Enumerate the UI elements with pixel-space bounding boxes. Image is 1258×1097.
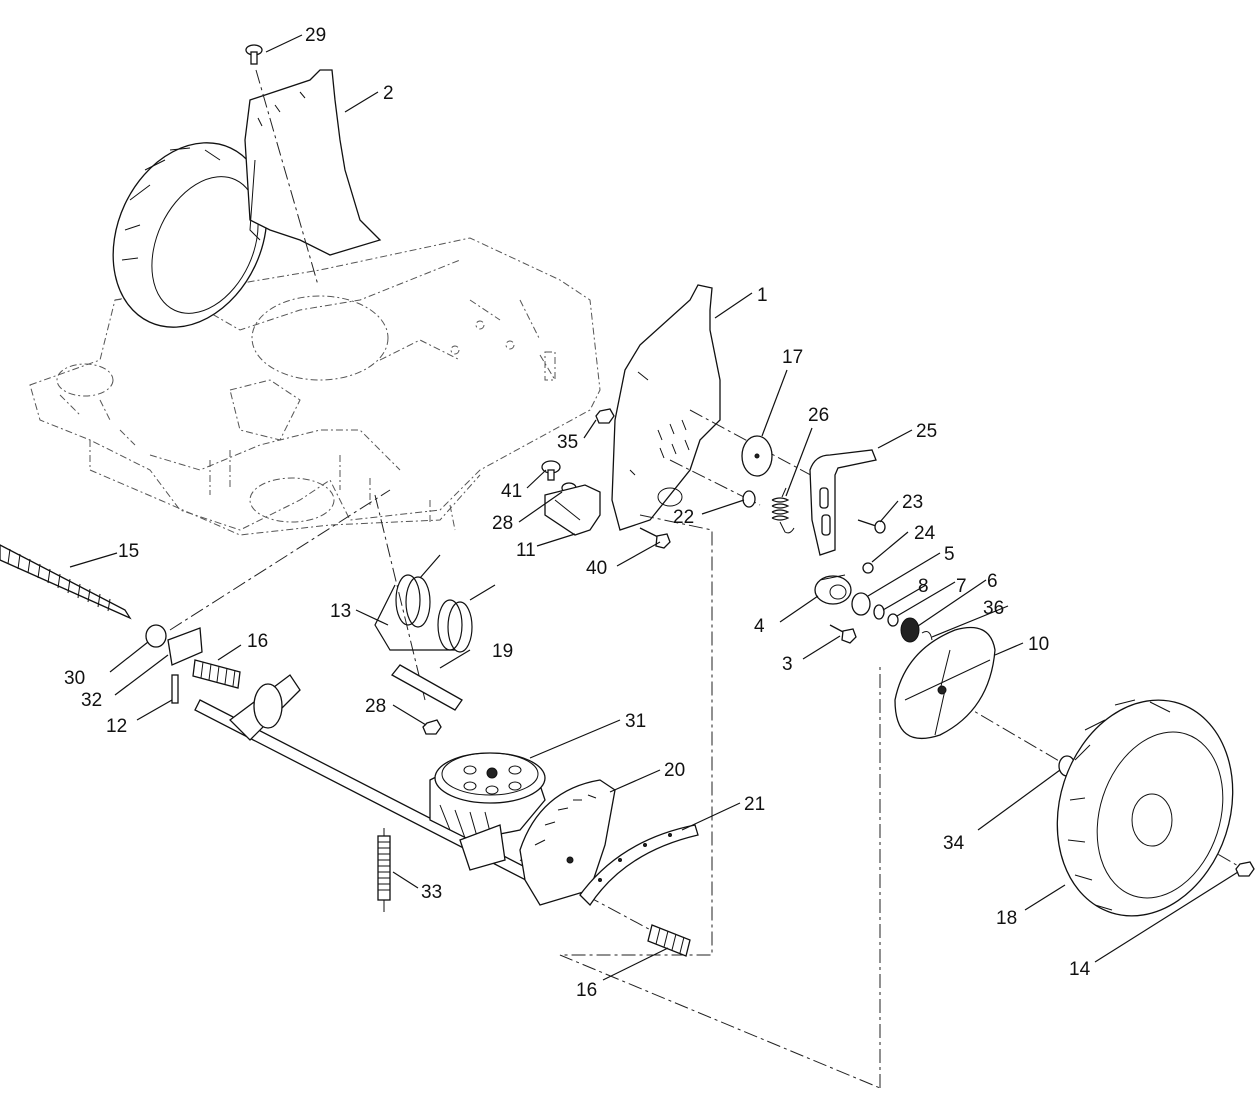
washer-17	[741, 435, 773, 477]
side-plate-rear	[244, 69, 382, 256]
callout-24: 24	[914, 523, 936, 544]
wheel-disc-10	[894, 626, 996, 740]
clip-36	[921, 631, 933, 641]
front-wheel-18	[1056, 699, 1234, 917]
gear-6	[900, 617, 920, 643]
washer-8	[873, 604, 885, 620]
callout-32: 32	[81, 690, 102, 711]
callout-6: 6	[987, 571, 998, 592]
screw-23	[857, 519, 886, 534]
callout-5: 5	[944, 544, 955, 565]
callout-35: 35	[557, 432, 578, 453]
bushing-7	[887, 613, 899, 627]
callout-28-upper: 28	[492, 513, 513, 534]
callout-25: 25	[916, 421, 937, 442]
callout-29: 29	[305, 25, 326, 46]
callout-19: 19	[492, 641, 513, 662]
callout-17: 17	[782, 347, 803, 368]
washer-22	[742, 490, 756, 508]
callout-40: 40	[586, 558, 607, 579]
callout-15: 15	[118, 541, 139, 562]
callout-14: 14	[1069, 959, 1091, 980]
callout-16-left: 16	[247, 631, 268, 652]
callout-41: 41	[501, 481, 522, 502]
callout-8: 8	[918, 576, 929, 597]
spring-16-right	[647, 924, 691, 957]
callout-12: 12	[106, 716, 127, 737]
callout-labels: 29 2 1 17 26 25 35 41 28 22 23 11 24 40 …	[64, 25, 1091, 1001]
side-plate-1	[611, 284, 721, 531]
leader-lines	[69, 34, 1239, 981]
nut-35	[595, 408, 615, 424]
bracket-32	[167, 627, 203, 666]
index-strip-21	[579, 824, 699, 907]
callout-28-lower: 28	[365, 696, 386, 717]
height-lever-25	[809, 449, 877, 556]
callout-26: 26	[808, 405, 829, 426]
callout-2: 2	[383, 83, 394, 104]
callout-18: 18	[996, 908, 1017, 929]
rear-wheel-upper	[112, 142, 268, 328]
callout-3: 3	[782, 654, 793, 675]
threaded-rod-15	[0, 544, 132, 620]
callout-31: 31	[625, 711, 646, 732]
torsion-spring-13	[374, 554, 496, 653]
callout-7: 7	[956, 576, 967, 597]
callout-10: 10	[1028, 634, 1049, 655]
callout-34: 34	[943, 833, 965, 854]
washer-5	[851, 592, 871, 616]
callout-21: 21	[744, 794, 765, 815]
callout-1: 1	[757, 285, 768, 306]
callout-22: 22	[673, 507, 694, 528]
callout-23: 23	[902, 492, 923, 513]
extension-spring-33	[377, 828, 391, 912]
callout-13: 13	[330, 601, 351, 622]
spring-26	[771, 487, 795, 534]
spring-16-left	[192, 659, 241, 689]
knob-41	[541, 460, 561, 481]
nut-14	[1235, 861, 1255, 877]
pin-29	[245, 44, 263, 65]
callout-20: 20	[664, 760, 685, 781]
callout-33: 33	[421, 882, 442, 903]
callout-16-right: 16	[576, 980, 597, 1001]
plate-19	[391, 664, 463, 711]
callout-30: 30	[64, 668, 85, 689]
nut-28-lower	[422, 719, 442, 735]
bushing-30	[145, 624, 167, 648]
callout-4: 4	[754, 616, 765, 637]
pivot-hub-4	[814, 574, 852, 605]
callout-36: 36	[983, 598, 1004, 619]
callout-11: 11	[516, 540, 536, 561]
bolt-12	[171, 674, 179, 704]
transmission-31	[429, 752, 546, 871]
bracket-11	[544, 484, 601, 536]
bolt-3	[829, 624, 857, 644]
screw-24	[862, 562, 874, 574]
